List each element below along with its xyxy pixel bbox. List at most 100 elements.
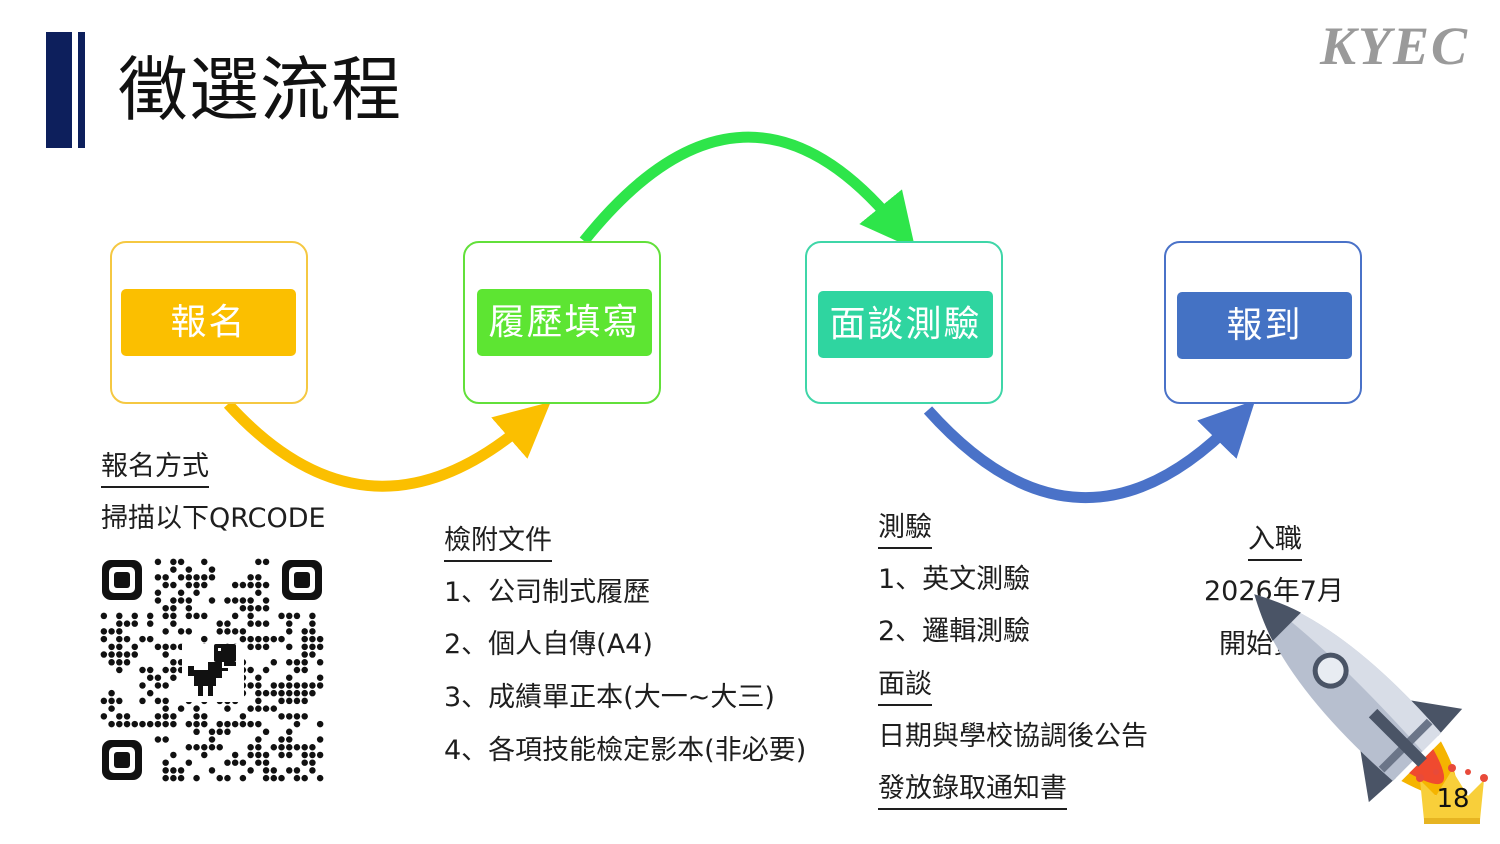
qr-module bbox=[301, 713, 308, 720]
qr-module bbox=[293, 767, 301, 774]
step-interview-label: 面談測驗 bbox=[818, 291, 993, 358]
qr-module bbox=[185, 759, 193, 766]
qr-module bbox=[255, 574, 262, 581]
qr-module bbox=[278, 689, 285, 697]
qr-module bbox=[139, 635, 146, 643]
qr-module bbox=[123, 659, 131, 666]
qr-module bbox=[162, 643, 169, 651]
qr-module bbox=[285, 612, 293, 620]
qr-module bbox=[177, 597, 185, 604]
qr-module bbox=[255, 751, 262, 759]
qr-module bbox=[293, 689, 301, 697]
document-item-3: 3、成績單正本(大一~大三) bbox=[444, 682, 775, 713]
qr-module bbox=[255, 604, 262, 612]
qr-module bbox=[239, 604, 247, 612]
qr-module bbox=[285, 713, 293, 720]
qr-module bbox=[224, 597, 231, 604]
qr-module bbox=[239, 597, 247, 604]
qr-module bbox=[116, 666, 123, 674]
qr-module bbox=[108, 705, 115, 712]
qr-module bbox=[285, 674, 293, 681]
qr-module bbox=[270, 743, 278, 751]
qr-module bbox=[216, 720, 223, 728]
qr-module bbox=[193, 720, 200, 728]
document-item-4: 4、各項技能檢定影本(非必要) bbox=[444, 735, 807, 766]
qr-module bbox=[316, 682, 324, 689]
title-accent-bar-thin bbox=[78, 32, 85, 148]
qr-module bbox=[270, 659, 278, 666]
qr-module bbox=[131, 720, 139, 728]
qr-module bbox=[170, 767, 177, 774]
qr-module bbox=[170, 558, 177, 566]
qr-module bbox=[316, 751, 324, 759]
arrow-register-to-resume bbox=[223, 400, 551, 492]
qr-module bbox=[247, 767, 254, 774]
qr-module bbox=[278, 774, 285, 782]
qr-module bbox=[108, 659, 115, 666]
qr-module bbox=[247, 604, 254, 612]
qr-module bbox=[201, 558, 208, 566]
qr-module bbox=[185, 628, 193, 635]
qr-module bbox=[255, 558, 262, 566]
qr-module bbox=[301, 643, 308, 651]
qr-module bbox=[193, 581, 200, 589]
onboard-heading: 入職 bbox=[1248, 523, 1302, 561]
qr-module bbox=[162, 736, 169, 743]
qr-module bbox=[301, 651, 308, 658]
qr-module bbox=[162, 628, 169, 635]
crown-icon bbox=[1416, 764, 1488, 824]
qr-module bbox=[193, 774, 200, 782]
qr-module bbox=[170, 604, 177, 612]
qr-module bbox=[285, 767, 293, 774]
qr-module bbox=[309, 767, 316, 774]
qr-module bbox=[224, 620, 231, 627]
qr-module bbox=[239, 720, 247, 728]
qr-module bbox=[278, 736, 285, 743]
qr-module bbox=[278, 682, 285, 689]
qr-module bbox=[185, 612, 193, 620]
qr-module bbox=[146, 666, 154, 674]
qr-module bbox=[108, 643, 115, 651]
qr-module bbox=[301, 659, 308, 666]
qr-module bbox=[231, 759, 239, 766]
qr-module bbox=[262, 635, 270, 643]
qr-code-icon[interactable] bbox=[100, 558, 324, 782]
qr-module bbox=[108, 651, 115, 658]
qr-module bbox=[224, 628, 231, 635]
qr-module bbox=[100, 635, 108, 643]
qr-module bbox=[100, 713, 108, 720]
qr-module bbox=[293, 743, 301, 751]
qr-module bbox=[309, 635, 316, 643]
qr-module bbox=[123, 635, 131, 643]
step-onboard-label: 報到 bbox=[1177, 292, 1352, 359]
qr-module bbox=[293, 713, 301, 720]
test-item-1: 1、英文測驗 bbox=[878, 564, 1031, 595]
qr-module bbox=[231, 597, 239, 604]
qr-module bbox=[170, 774, 177, 782]
qr-module bbox=[185, 597, 193, 604]
qr-module bbox=[255, 635, 262, 643]
qr-module bbox=[201, 751, 208, 759]
qr-module bbox=[262, 751, 270, 759]
qr-module bbox=[208, 574, 216, 581]
qr-module bbox=[255, 682, 262, 689]
qr-module bbox=[162, 713, 169, 720]
qr-module bbox=[293, 697, 301, 705]
qr-module bbox=[154, 736, 162, 743]
qr-module bbox=[116, 628, 123, 635]
qr-module bbox=[146, 689, 154, 697]
qr-module bbox=[162, 581, 169, 589]
qr-module bbox=[316, 643, 324, 651]
qr-module bbox=[239, 635, 247, 643]
qr-module bbox=[146, 674, 154, 681]
qr-module bbox=[170, 751, 177, 759]
qr-module bbox=[301, 628, 308, 635]
qr-module bbox=[309, 628, 316, 635]
qr-module bbox=[262, 597, 270, 604]
qr-module bbox=[255, 674, 262, 681]
qr-module bbox=[247, 682, 254, 689]
qr-module bbox=[285, 697, 293, 705]
qr-module bbox=[301, 689, 308, 697]
qr-module bbox=[108, 697, 115, 705]
qr-module bbox=[146, 612, 154, 620]
